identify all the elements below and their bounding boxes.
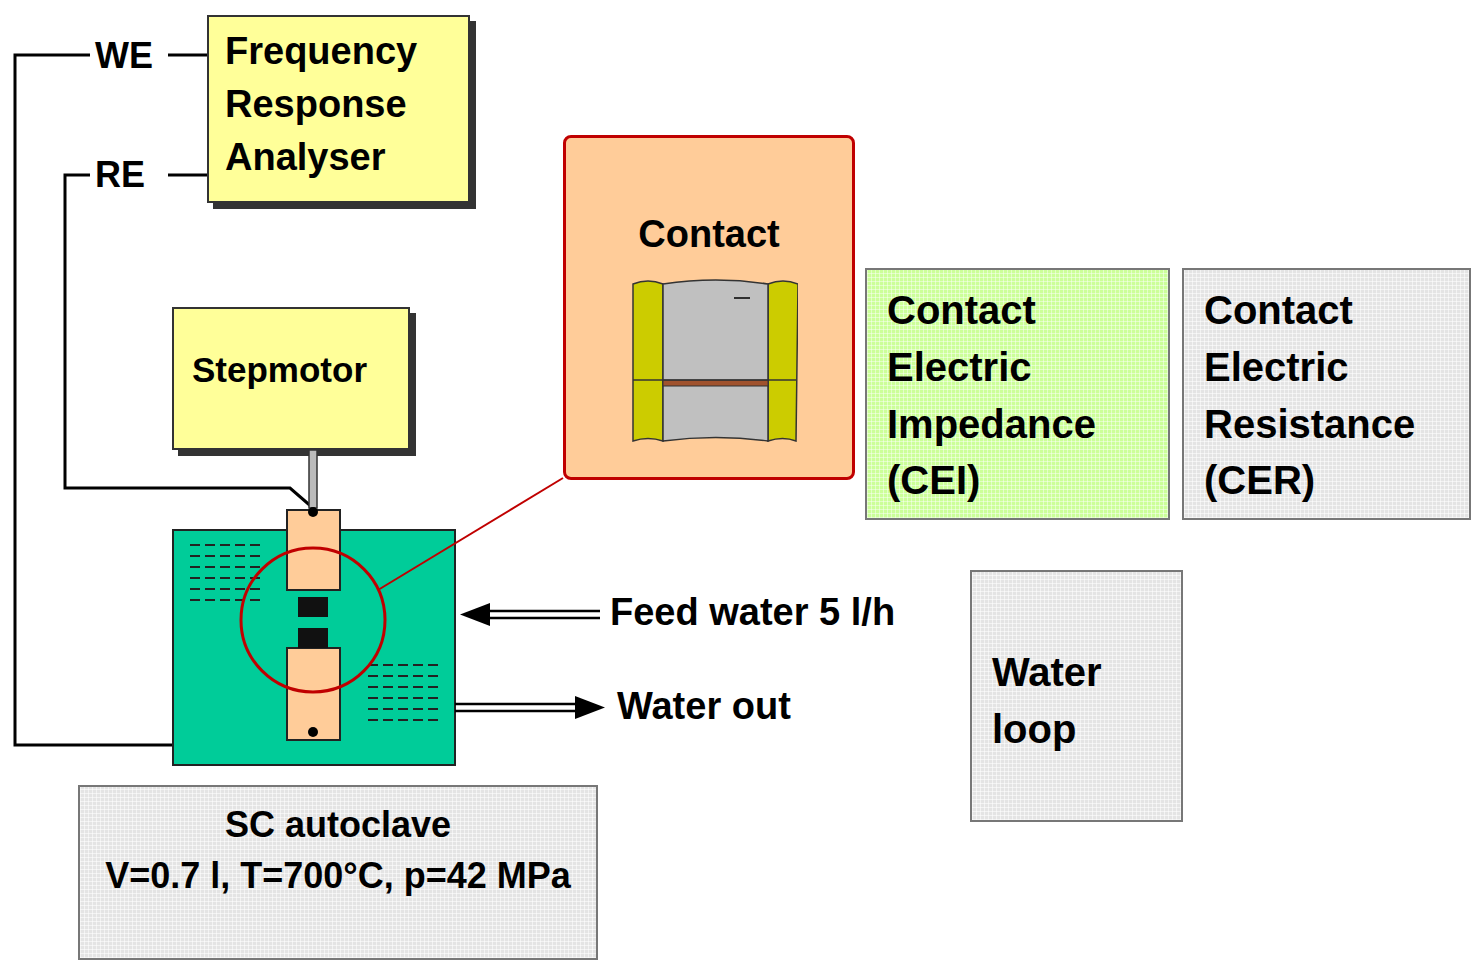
zoom-leader [378, 478, 563, 590]
text-box: SC autoclaveV=0.7 l, T=700°C, p=42 MPa [78, 785, 598, 960]
specimen [298, 597, 328, 617]
box-title: SC autoclave [90, 799, 586, 850]
signal-name: RE [95, 155, 145, 195]
text-box: Stepmotor [172, 307, 410, 450]
box-title: Stepmotor [192, 349, 404, 391]
terminal [308, 727, 318, 737]
box-title: Water loop [992, 644, 1175, 758]
box-title: Contact Electric Impedance (CEI) [887, 282, 1160, 509]
signal-name: WE [95, 36, 153, 76]
specimen [298, 628, 328, 648]
re-wire [168, 174, 207, 177]
text-box: Contact Electric Resistance (CER) [1182, 268, 1471, 520]
flow-label: Feed water 5 l/h [610, 592, 895, 634]
box-title: Frequency Response Analyser [225, 25, 458, 185]
flow-label: Water out [617, 686, 791, 728]
text-box: Contact [563, 135, 855, 480]
zoom-circle [241, 548, 385, 692]
terminal [308, 507, 318, 517]
box-title: Contact [574, 212, 844, 258]
box-title: Contact Electric Resistance (CER) [1204, 282, 1463, 509]
out-arrow [455, 696, 605, 719]
we-wire [168, 54, 207, 57]
feed-arrow [460, 603, 600, 626]
motor-shaft [309, 450, 317, 508]
box-detail: V=0.7 l, T=700°C, p=42 MPa [90, 850, 586, 901]
text-box: Contact Electric Impedance (CEI) [865, 268, 1170, 520]
text-box: Water loop [970, 570, 1183, 822]
contact-illustration [628, 276, 798, 446]
text-box: Frequency Response Analyser [207, 15, 470, 203]
lower-electrode [287, 648, 340, 740]
